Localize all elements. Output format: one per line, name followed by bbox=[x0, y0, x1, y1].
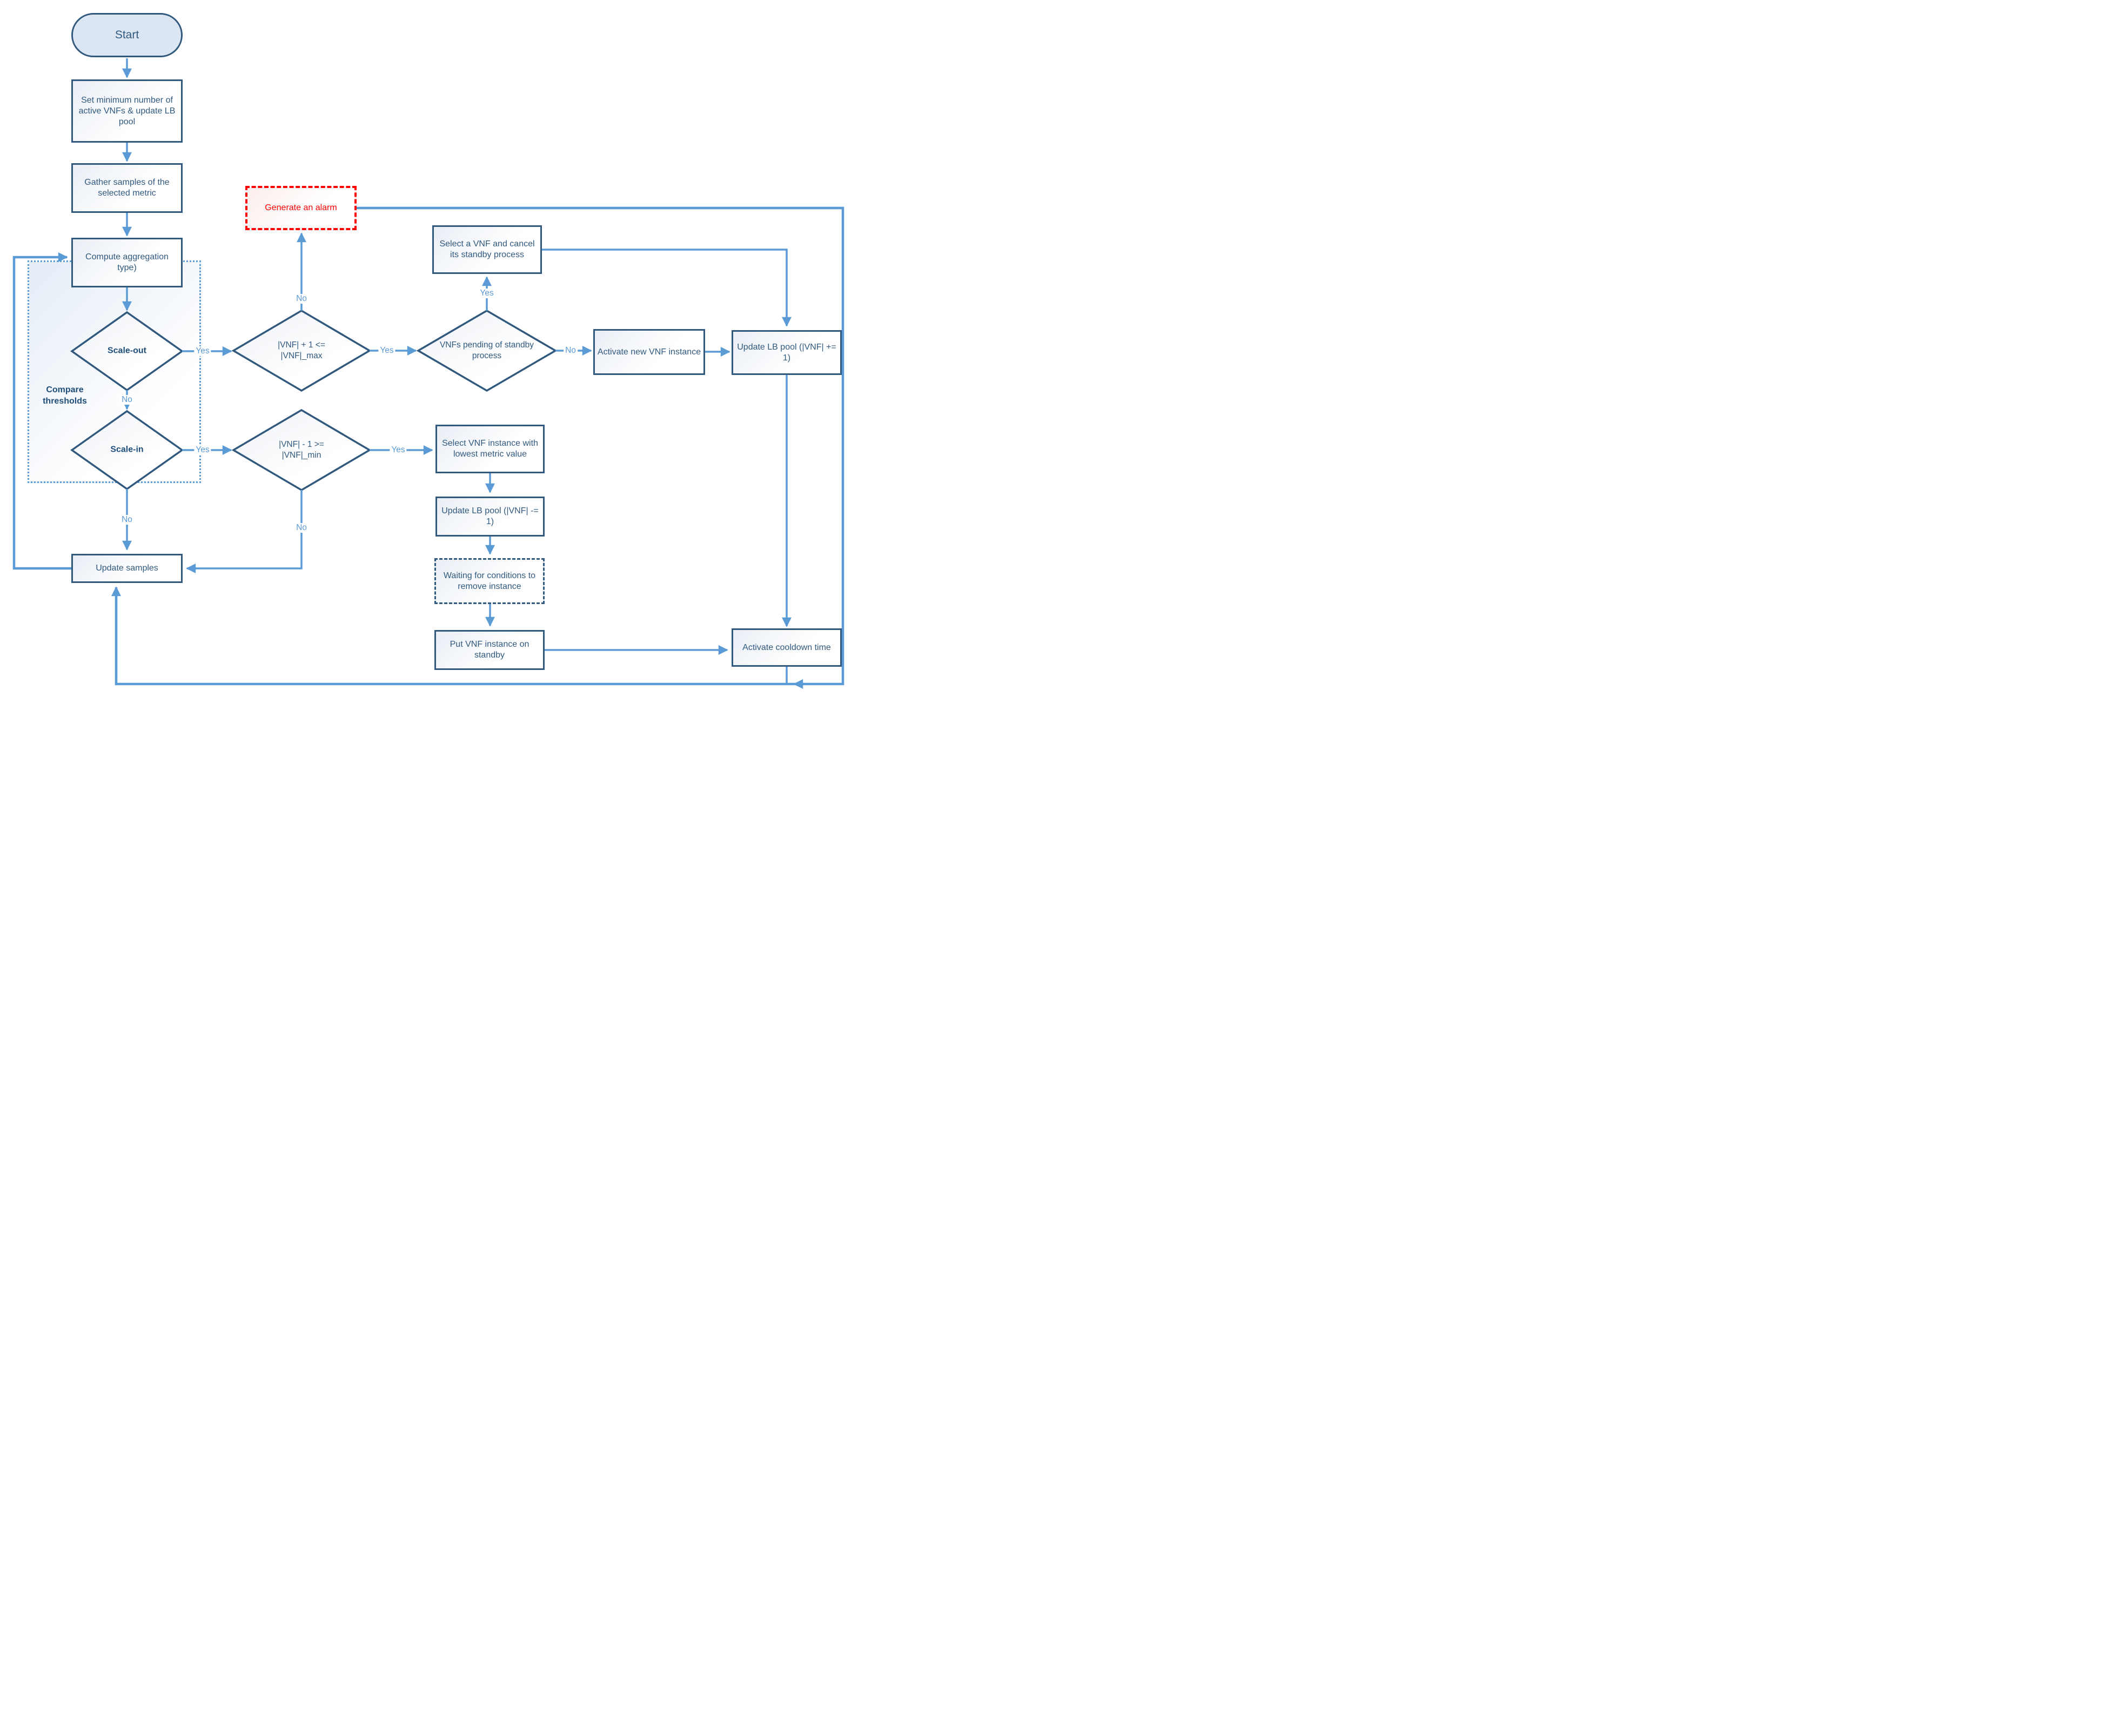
edge-label-vnf-max-no: No bbox=[294, 294, 309, 304]
edge-label-scale-in-no: No bbox=[120, 515, 134, 525]
generate-alarm-box: Generate an alarm bbox=[245, 186, 357, 230]
waiting-conditions-box: Waiting for conditions to remove instanc… bbox=[434, 558, 545, 604]
update-lb-pool-decrement-box: Update LB pool (|VNF| -= 1) bbox=[435, 497, 545, 537]
edge-label-scale-out-yes: Yes bbox=[194, 346, 211, 356]
activate-cooldown-box: Activate cooldown time bbox=[732, 628, 842, 667]
edge-label-pending-yes: Yes bbox=[478, 289, 495, 298]
edges bbox=[12, 58, 844, 689]
activate-new-vnf-box: Activate new VNF instance bbox=[593, 329, 705, 375]
compare-thresholds-label: Compare thresholds bbox=[43, 385, 87, 406]
edge-label-vnf-max-yes: Yes bbox=[378, 346, 395, 356]
edge-label-pending-no: No bbox=[564, 346, 578, 356]
update-lb-pool-increment-box: Update LB pool (|VNF| += 1) bbox=[732, 330, 842, 375]
vnf-max-condition-label: |VNF| + 1 <= |VNF|_max bbox=[278, 340, 325, 360]
flow-arrows bbox=[12, 58, 844, 689]
flowchart-canvas: Start Set minimum number of active VNFs … bbox=[0, 0, 851, 698]
select-vnf-cancel-standby-box: Select a VNF and cancel its standby proc… bbox=[432, 225, 542, 274]
edge-label-scale-out-no: No bbox=[120, 395, 134, 405]
vnf-min-condition-label: |VNF| - 1 >= |VNF|_min bbox=[279, 439, 324, 460]
select-lowest-metric-box: Select VNF instance with lowest metric v… bbox=[435, 425, 545, 473]
put-vnf-standby-box: Put VNF instance on standby bbox=[434, 630, 545, 670]
vnf-pending-label: VNFs pending of standby process bbox=[439, 340, 534, 360]
compute-aggregation-box: Compute aggregation type) bbox=[71, 238, 183, 287]
set-minimum-vnfs-box: Set minimum number of active VNFs & upda… bbox=[71, 79, 183, 143]
scale-in-label: Scale-in bbox=[110, 445, 144, 454]
start-terminator: Start bbox=[71, 13, 183, 57]
edge-label-vnf-min-no: No bbox=[294, 523, 309, 533]
update-samples-box: Update samples bbox=[71, 554, 183, 583]
edge-label-scale-in-yes: Yes bbox=[194, 445, 211, 455]
gather-samples-box: Gather samples of the selected metric bbox=[71, 163, 183, 213]
edge-label-vnf-min-yes: Yes bbox=[390, 445, 407, 455]
scale-out-label: Scale-out bbox=[107, 346, 146, 356]
decision-diamonds bbox=[70, 309, 558, 492]
